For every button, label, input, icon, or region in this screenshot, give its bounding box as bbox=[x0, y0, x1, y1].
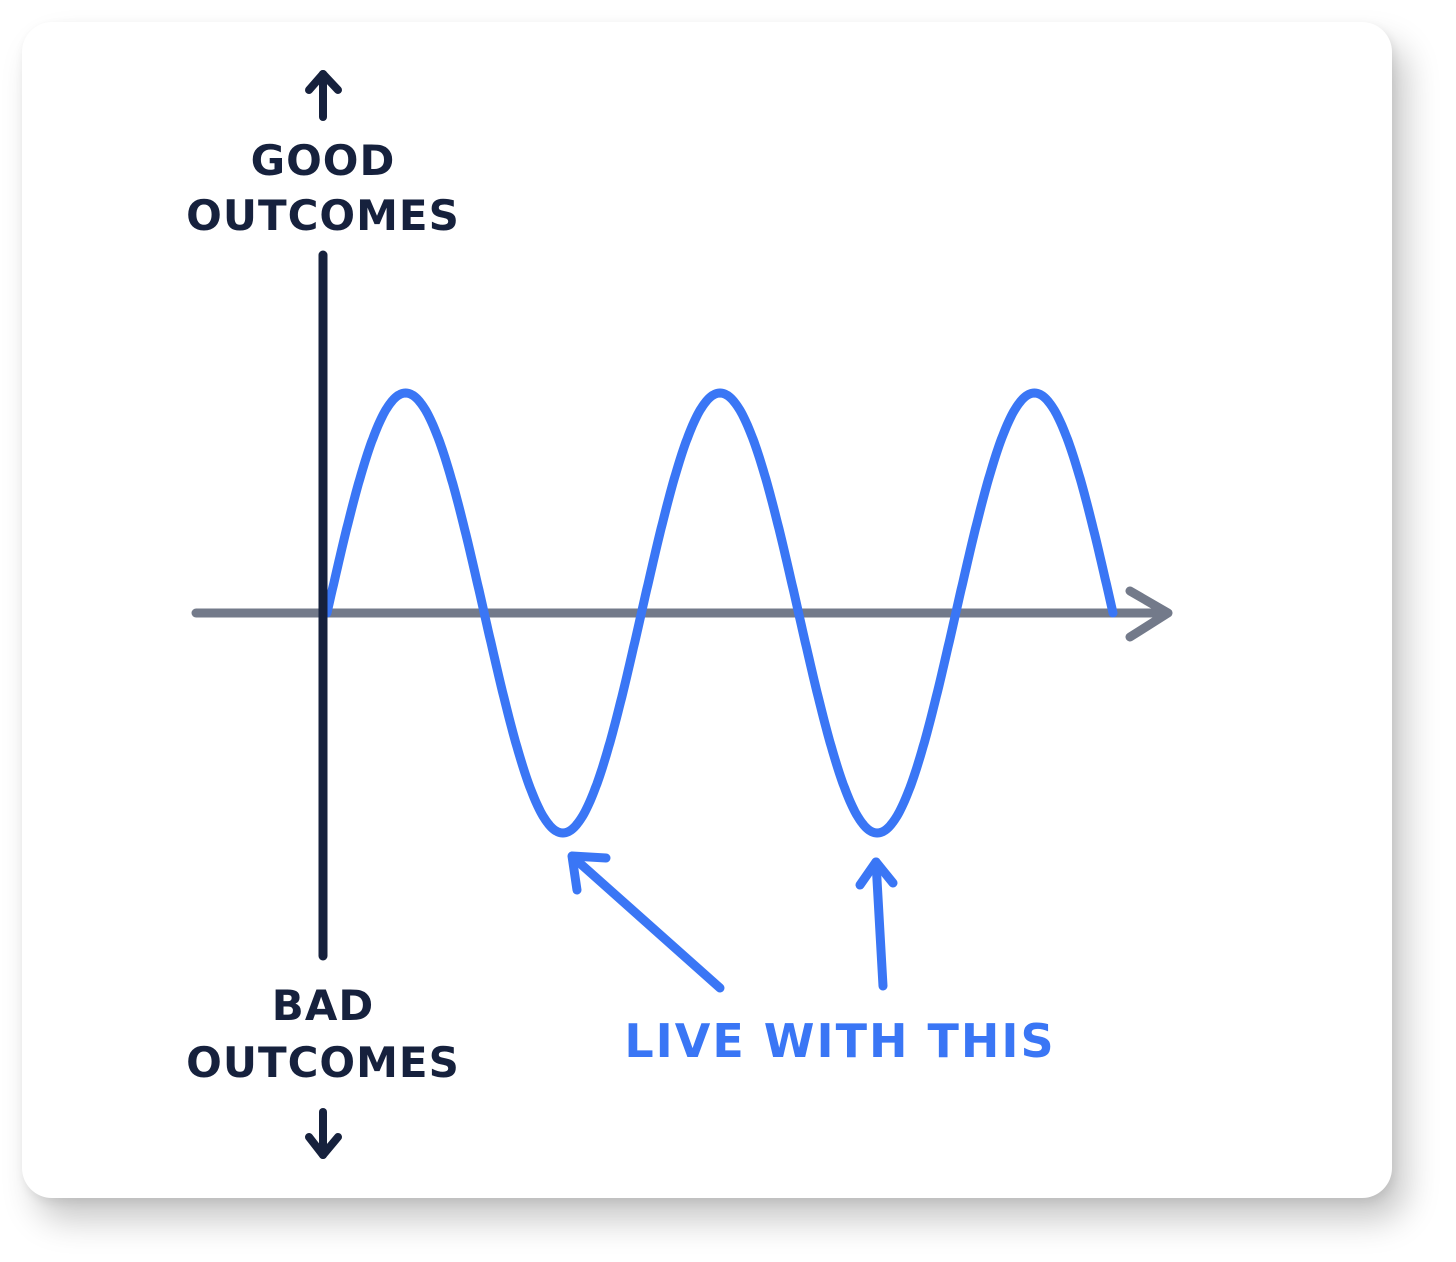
arrow-up-icon bbox=[305, 70, 342, 121]
bad-outcomes-label-line2: OUTCOMES bbox=[186, 1038, 460, 1087]
live-with-this-annotation: LIVE WITH THIS bbox=[624, 1014, 1056, 1068]
annotation-arrow-right bbox=[855, 857, 898, 991]
annotation-arrow-left bbox=[567, 851, 725, 993]
bad-outcomes-label-line1: BAD bbox=[271, 981, 375, 1030]
horizontal-axis bbox=[191, 586, 1173, 642]
outcome-wave bbox=[322, 388, 1118, 838]
arrow-down-icon bbox=[305, 1108, 342, 1159]
good-outcomes-label-line2: OUTCOMES bbox=[186, 191, 460, 240]
good-outcomes-label-line1: GOOD bbox=[250, 136, 396, 185]
arrow-right-icon bbox=[1125, 586, 1173, 642]
